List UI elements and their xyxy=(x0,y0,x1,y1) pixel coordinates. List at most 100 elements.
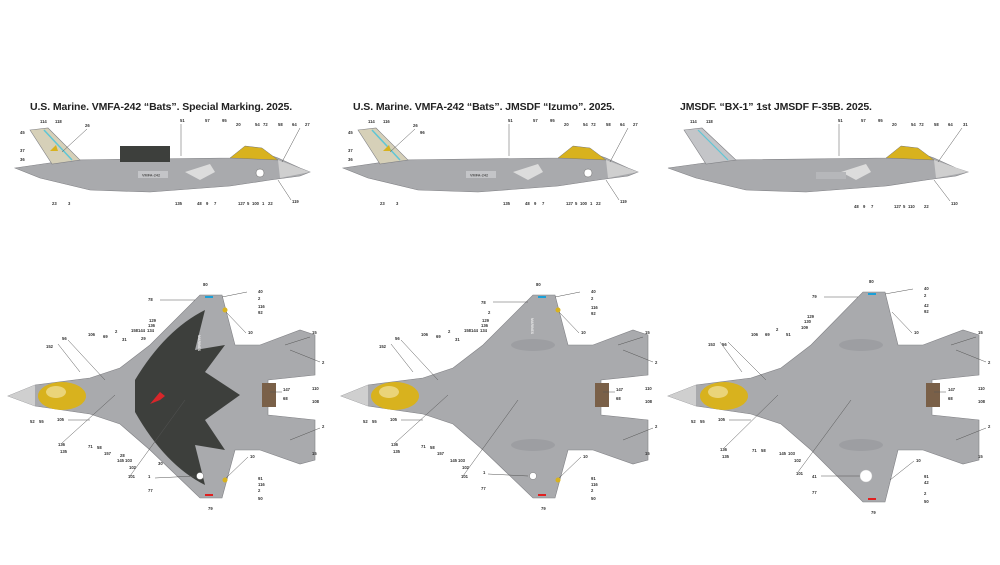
svg-text:100: 100 xyxy=(580,201,588,206)
svg-text:5: 5 xyxy=(575,201,578,206)
svg-text:152: 152 xyxy=(46,344,54,349)
svg-text:22: 22 xyxy=(596,201,601,206)
svg-text:144: 144 xyxy=(138,328,146,333)
svg-text:1: 1 xyxy=(148,474,151,479)
svg-text:119: 119 xyxy=(292,199,299,204)
svg-text:48: 48 xyxy=(197,201,202,206)
svg-text:116: 116 xyxy=(258,304,265,309)
svg-text:127: 127 xyxy=(894,204,902,209)
svg-text:7: 7 xyxy=(871,204,874,209)
svg-text:42: 42 xyxy=(924,303,929,308)
svg-text:152: 152 xyxy=(379,344,387,349)
svg-text:92: 92 xyxy=(591,311,596,316)
svg-text:109: 109 xyxy=(801,325,809,330)
svg-text:110: 110 xyxy=(312,386,319,391)
svg-text:72: 72 xyxy=(591,122,596,127)
svg-text:91: 91 xyxy=(258,476,263,481)
side-view-aircraft xyxy=(667,127,969,193)
svg-text:80: 80 xyxy=(536,282,541,287)
svg-text:58: 58 xyxy=(278,122,283,127)
svg-text:2: 2 xyxy=(988,424,991,429)
svg-text:10: 10 xyxy=(916,458,921,463)
svg-text:50: 50 xyxy=(258,496,263,501)
svg-text:2: 2 xyxy=(655,360,658,365)
svg-text:2: 2 xyxy=(115,329,118,334)
svg-text:157: 157 xyxy=(104,451,112,456)
svg-text:129: 129 xyxy=(149,318,157,323)
svg-text:114: 114 xyxy=(368,119,375,124)
svg-text:51: 51 xyxy=(180,118,185,123)
svg-text:92: 92 xyxy=(258,310,263,315)
svg-text:144: 144 xyxy=(471,328,479,333)
svg-text:135: 135 xyxy=(393,449,401,454)
svg-text:37: 37 xyxy=(20,148,25,153)
svg-text:102: 102 xyxy=(462,465,470,470)
top-view-aircraft xyxy=(340,294,649,499)
svg-text:129: 129 xyxy=(482,318,490,323)
svg-text:VMFA-242: VMFA-242 xyxy=(142,174,160,178)
svg-text:2: 2 xyxy=(488,310,491,315)
svg-text:7: 7 xyxy=(542,201,545,206)
svg-text:127: 127 xyxy=(238,201,246,206)
svg-text:68: 68 xyxy=(616,396,621,401)
svg-text:103: 103 xyxy=(458,458,466,463)
svg-text:9: 9 xyxy=(863,204,866,209)
svg-text:145: 145 xyxy=(450,458,458,463)
svg-text:15: 15 xyxy=(645,451,650,456)
svg-text:2: 2 xyxy=(776,327,779,332)
svg-text:108: 108 xyxy=(645,399,653,404)
svg-text:71: 71 xyxy=(752,448,757,453)
svg-text:3: 3 xyxy=(396,201,399,206)
svg-text:110: 110 xyxy=(978,386,985,391)
svg-text:3: 3 xyxy=(68,201,71,206)
svg-text:MARINES: MARINES xyxy=(197,335,201,352)
svg-text:106: 106 xyxy=(421,332,429,337)
svg-text:116: 116 xyxy=(591,482,598,487)
svg-text:MARINES: MARINES xyxy=(530,318,534,335)
svg-text:29: 29 xyxy=(141,336,146,341)
svg-text:105: 105 xyxy=(718,417,726,422)
svg-text:22: 22 xyxy=(924,204,929,209)
svg-text:69: 69 xyxy=(436,334,441,339)
svg-text:2: 2 xyxy=(591,488,594,493)
svg-text:2: 2 xyxy=(988,360,991,365)
svg-text:147: 147 xyxy=(283,387,291,392)
svg-text:15: 15 xyxy=(978,330,983,335)
svg-text:26: 26 xyxy=(85,123,90,128)
svg-text:96: 96 xyxy=(420,130,425,135)
svg-text:27: 27 xyxy=(633,122,638,127)
svg-text:23: 23 xyxy=(380,201,385,206)
svg-text:103: 103 xyxy=(788,451,796,456)
svg-text:119: 119 xyxy=(620,199,627,204)
svg-text:7: 7 xyxy=(214,201,217,206)
svg-text:108: 108 xyxy=(978,399,986,404)
svg-text:68: 68 xyxy=(948,396,953,401)
svg-text:114: 114 xyxy=(40,119,47,124)
svg-text:118: 118 xyxy=(55,119,62,124)
svg-text:116: 116 xyxy=(258,482,265,487)
top-view-aircraft xyxy=(667,291,980,503)
svg-text:95: 95 xyxy=(550,118,555,123)
svg-text:55: 55 xyxy=(700,419,705,424)
svg-text:106: 106 xyxy=(751,332,759,337)
svg-text:54: 54 xyxy=(583,122,588,127)
svg-text:22: 22 xyxy=(268,201,273,206)
svg-text:51: 51 xyxy=(786,332,791,337)
top-view-aircraft xyxy=(7,294,316,499)
svg-text:135: 135 xyxy=(503,201,511,206)
svg-text:56: 56 xyxy=(395,336,400,341)
svg-text:102: 102 xyxy=(129,465,137,470)
svg-text:52: 52 xyxy=(691,419,696,424)
svg-text:136: 136 xyxy=(391,442,399,447)
svg-text:135: 135 xyxy=(722,454,730,459)
svg-text:20: 20 xyxy=(564,122,569,127)
svg-text:52: 52 xyxy=(363,419,368,424)
svg-text:130: 130 xyxy=(804,319,812,324)
svg-text:102: 102 xyxy=(794,458,802,463)
svg-text:1: 1 xyxy=(590,201,593,206)
svg-text:36: 36 xyxy=(348,157,353,162)
